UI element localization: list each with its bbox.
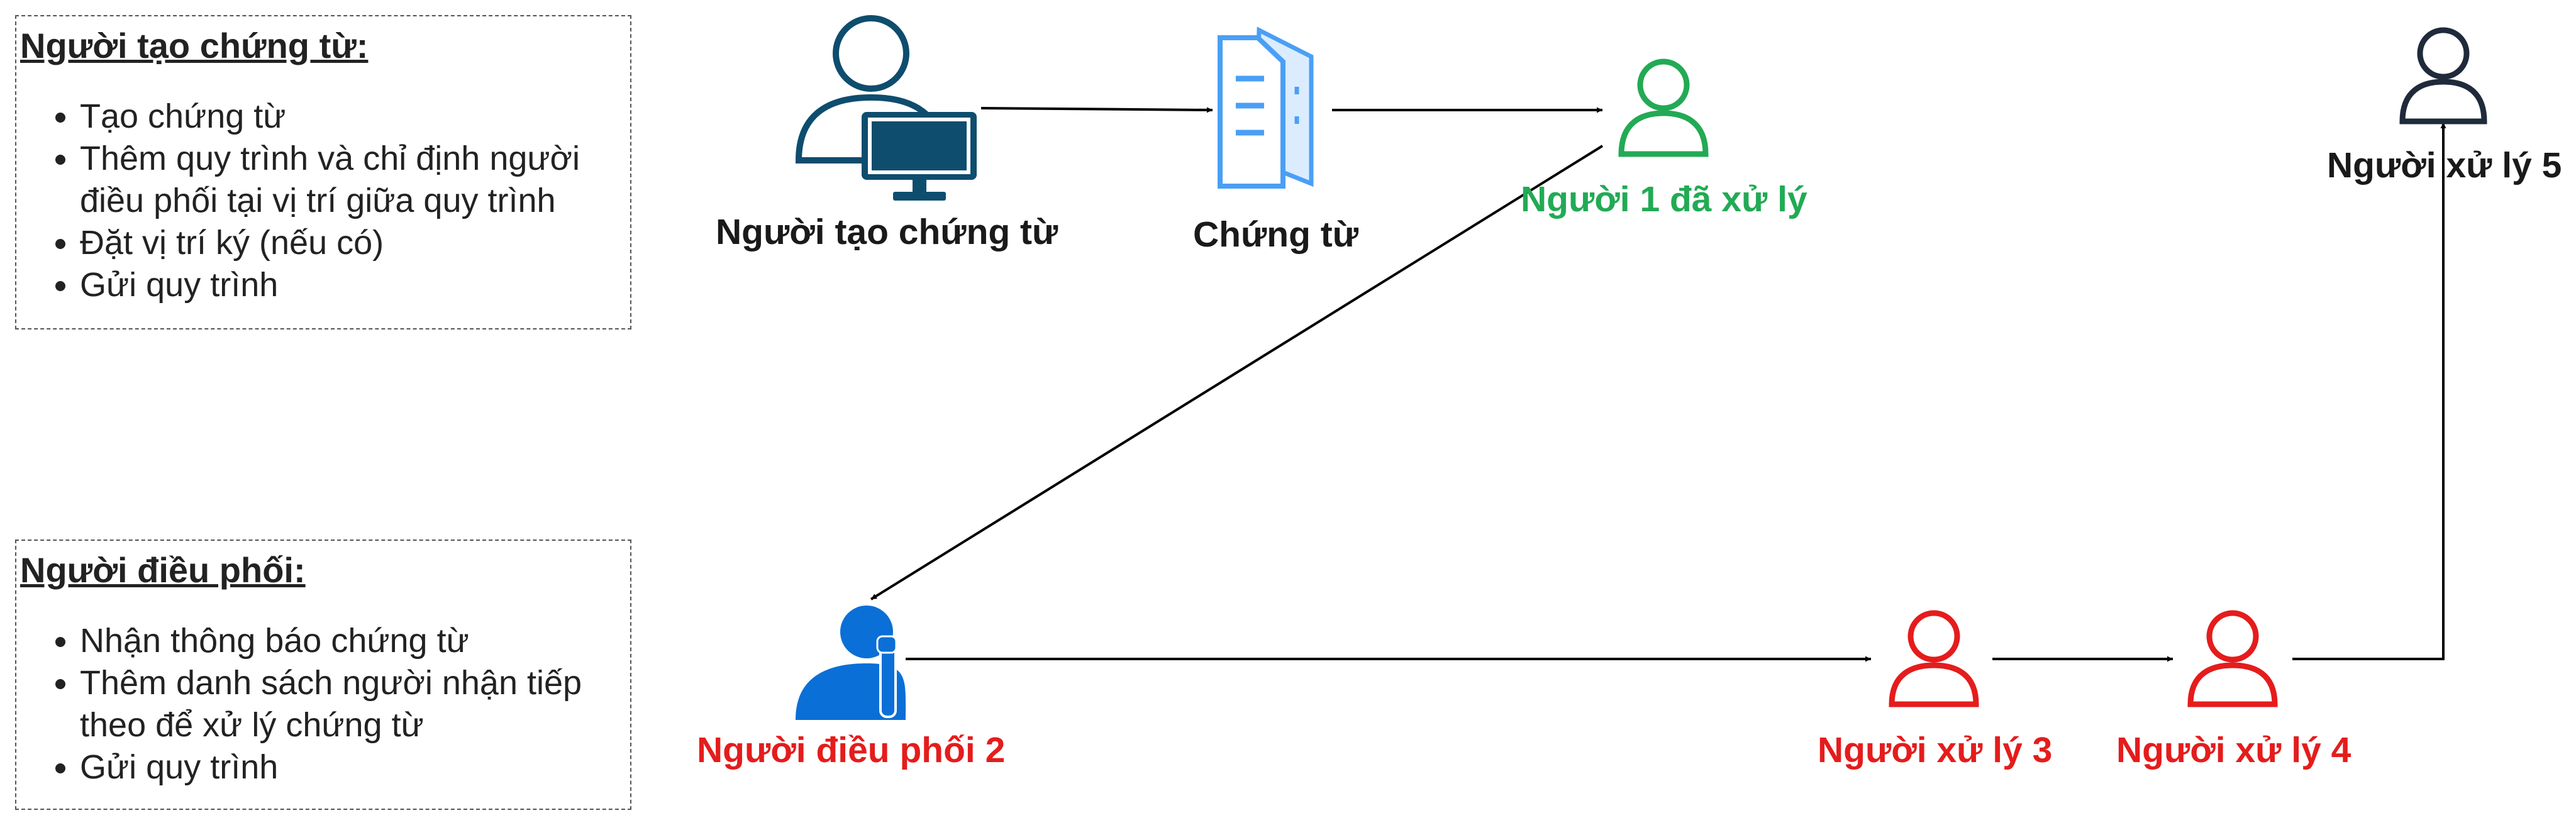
node-label-processor3: Người xử lý 3 [1818, 730, 2053, 770]
user-icon [2399, 27, 2487, 124]
node-label-coordinator: Người điều phối 2 [697, 730, 1006, 770]
creator-notes-list: Tạo chứng từ Thêm quy trình và chỉ định … [20, 96, 625, 306]
node-label-document: Chứng từ [1193, 214, 1358, 255]
coordinator-notes-list: Nhận thông báo chứng từ Thêm danh sách n… [20, 620, 625, 788]
list-item: Thêm quy trình và chỉ định người điều ph… [80, 138, 625, 222]
node-label-creator: Người tạo chứng từ [716, 212, 1058, 252]
edge-processor4-to-processor5 [2292, 123, 2446, 660]
user-icon [1618, 58, 1709, 157]
user-phone-icon [796, 606, 906, 720]
creator-notes-title: Người tạo chứng từ: [20, 26, 369, 65]
list-item: Nhận thông báo chứng từ [80, 620, 625, 662]
user-icon [1889, 610, 1979, 707]
creator-notes-panel: Người tạo chứng từ: Tạo chứng từ Thêm qu… [15, 15, 631, 329]
node-label-processor4: Người xử lý 4 [2116, 730, 2351, 770]
edge-processor1-to-coordinator [870, 145, 1604, 600]
node-label-processor5: Người xử lý 5 [2327, 145, 2562, 185]
user-icon [2187, 610, 2278, 707]
edge-creator-to-document [980, 107, 1213, 113]
coordinator-notes-panel: Người điều phối: Nhận thông báo chứng từ… [15, 540, 631, 810]
list-item: Gửi quy trình [80, 264, 625, 306]
list-item: Thêm danh sách người nhận tiếp theo để x… [80, 662, 625, 746]
list-item: Gửi quy trình [80, 746, 625, 788]
document-icon [1218, 26, 1314, 189]
node-label-processor1: Người 1 đã xử lý [1521, 179, 1807, 219]
list-item: Tạo chứng từ [80, 96, 625, 138]
connectors [870, 107, 2446, 662]
list-item: Đặt vị trí ký (nếu có) [80, 222, 625, 264]
user-computer-icon [795, 15, 977, 201]
coordinator-notes-title: Người điều phối: [20, 550, 306, 590]
